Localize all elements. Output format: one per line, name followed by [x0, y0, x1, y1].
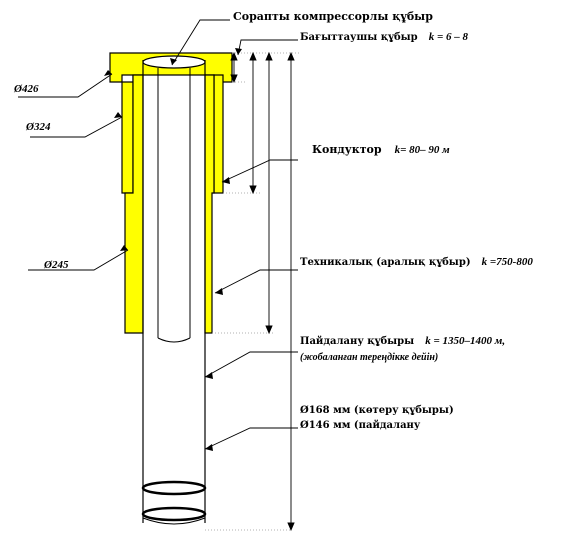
diameter-426-label: Ø426	[13, 83, 39, 95]
depth-reference-lines	[205, 52, 300, 531]
production-casing-note: (жобаланған тереңдікке дейін)	[300, 352, 438, 363]
production-casing-name: Пайдалану құбыры	[300, 336, 414, 347]
inner-tubing	[157, 68, 191, 343]
conductor-label: Кондуктор k= 80– 90 м	[312, 138, 450, 157]
guide-pipe-depth: k = 6 – 8	[429, 31, 469, 43]
conductor-casing-ø324	[121, 74, 224, 194]
conductor-depth: k= 80– 90 м	[395, 144, 451, 156]
diameter-324-label: Ø324	[25, 121, 51, 133]
technical-casing-name: Техникалық (аралық құбыр)	[300, 257, 471, 268]
guide-pipe-name: Бағыттаушы құбыр	[300, 32, 418, 43]
operation-pipe-label: Ø146 мм (пайдалану	[300, 420, 421, 431]
technical-casing-label: Техникалық (аралық құбыр) k =750-800	[300, 250, 533, 269]
conductor-name: Кондуктор	[312, 143, 382, 156]
bottom-packer-rings	[141, 480, 207, 525]
guide-pipe-label: Бағыттаушы құбыр k = 6 – 8	[300, 25, 469, 44]
production-casing	[142, 55, 206, 523]
depth-dimension-arrows	[230, 51, 295, 532]
technical-casing-ø245	[124, 74, 215, 334]
compressor-pipe-label: Сорапты компрессорлы құбыр	[233, 10, 433, 23]
production-casing-label: Пайдалану құбыры k = 1350–1400 м,	[300, 329, 505, 348]
leader-arrowheads	[104, 48, 242, 451]
leader-lines	[18, 19, 298, 450]
lift-pipe-label: Ø168 мм (көтеру құбыры)	[300, 405, 454, 416]
diameter-245-label: Ø245	[43, 259, 69, 271]
technical-casing-depth: k =750-800	[482, 256, 534, 268]
production-casing-depth: k = 1350–1400 м,	[425, 335, 505, 347]
